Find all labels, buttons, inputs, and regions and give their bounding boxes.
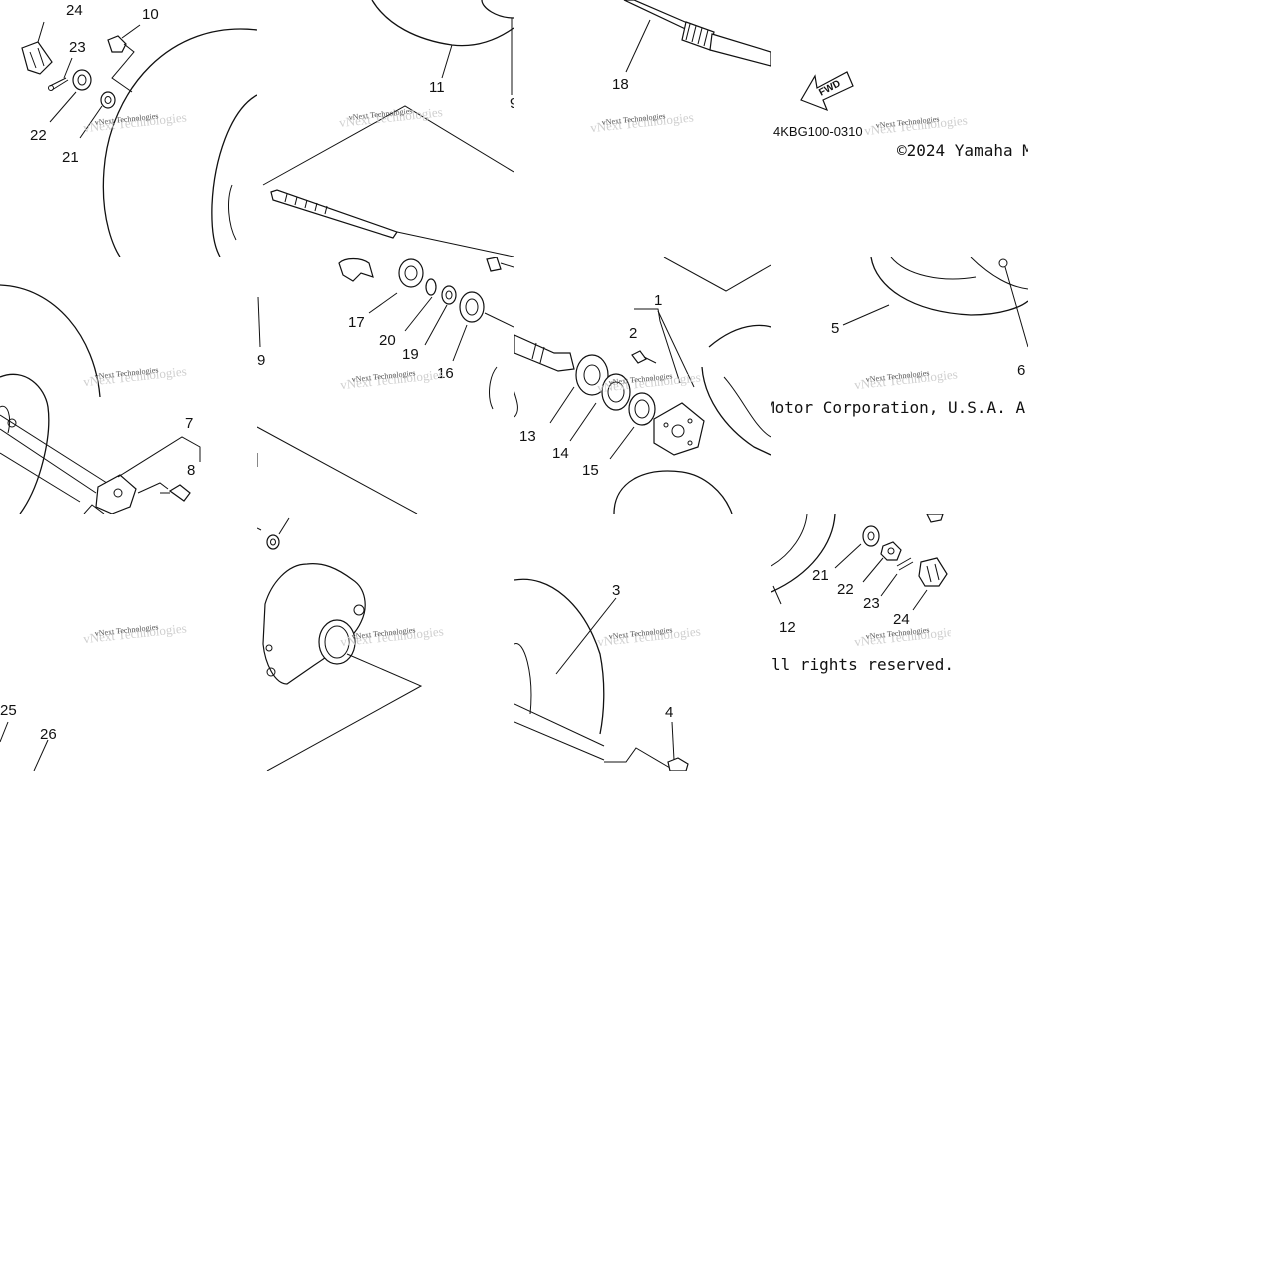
nut-icon [667,757,689,771]
washer-icon [266,534,280,550]
axle-stub-icon [514,334,575,372]
castle-nut-icon [107,35,127,53]
cotter-pin-icon [896,557,914,571]
stud-bolt-icon [631,350,657,364]
copyright-line-2: Motor Corporation, U.S.A. A [771,398,1025,417]
diagram-tile-h: 5 6 Motor Corporation, U.S.A. A vNext Te… [771,257,1028,514]
callout-9b: 9 [257,352,265,369]
callout-3: 3 [612,582,620,599]
diagram-tile-c: 18 vNext Technologies vNext Technologies [514,0,771,257]
diagram-tile-j: vNext Technologies vNext Technologies [257,514,514,771]
watermark: vNext Technologies vNext Technologies [589,109,694,135]
callout-11: 11 [429,79,445,96]
diagram-tile-b: 11 9 vNext Technologies vNext Technologi… [257,0,514,257]
callout-23b: 23 [863,595,880,612]
diagram-tile-l: 21 22 23 24 12 ll rights reserved. vNext… [771,514,951,680]
callout-20: 20 [379,332,396,349]
bolt-icon [486,257,514,272]
callout-12: 12 [779,619,796,636]
copyright-line-1: ©2024 Yamaha M [897,141,1028,160]
callout-7: 7 [185,415,193,432]
callout-19: 19 [402,346,419,363]
hub-plate-icon [83,474,137,514]
callout-24b: 24 [893,611,910,628]
drive-shaft-icon [270,189,514,257]
bearing-icon [575,354,609,396]
callout-14: 14 [552,445,569,462]
callout-8: 8 [187,462,195,479]
callout-23: 23 [69,39,86,56]
callout-1: 1 [654,292,662,309]
nut-icon [880,541,902,561]
axle-shaft-icon [623,0,771,67]
hub-icon [653,402,705,456]
washer-icon [862,525,880,547]
diagram-tile-e: 7 8 vNext Technologies vNext Technologie… [0,257,257,514]
oil-seal-icon [628,392,656,426]
callout-4: 4 [665,704,673,721]
callout-16: 16 [437,365,454,382]
diagram-tile-f: 9 [257,257,514,514]
callout-21: 21 [62,149,79,166]
callout-9: 9 [510,95,514,112]
differential-housing-icon [262,563,366,685]
callout-26: 26 [40,726,57,743]
callout-22: 22 [30,127,47,144]
watermark: vNext Technologies vNext Technologies [596,369,701,395]
watermark: vNext Technologies vNext Technologies [82,620,187,646]
o-ring-icon [425,278,437,296]
rim-nut-icon [21,41,53,75]
callout-17: 17 [348,314,365,331]
castle-nut-icon [926,514,944,523]
callout-13: 13 [519,428,536,445]
diagram-tile-d: FWD 4KBG100-0310 ©2024 Yamaha M vNext Te… [771,0,1028,257]
callout-15: 15 [582,462,599,479]
washer-icon [100,91,116,109]
callout-21b: 21 [812,567,829,584]
callout-25: 25 [0,702,17,719]
fwd-arrow-icon: FWD [800,71,854,112]
callout-24: 24 [66,2,83,19]
hub-bolt-icon [160,484,191,502]
watermark: vNext Technologies vNext Technologies [853,366,958,392]
diagram-code: 4KBG100-0310 [773,124,863,139]
watermark: vNext Technologies vNext Technologies [339,366,444,392]
watermark: vNext Technologies vNext Technologies [338,104,443,130]
copyright-line-3: ll rights reserved. [771,655,951,674]
diagram-tile-g: 1 2 [514,257,771,514]
callout-6: 6 [1017,362,1025,379]
rim-nut-icon [918,557,948,587]
collar-icon [441,285,457,305]
watermark: vNext Technologies vNext Technologies [863,112,968,138]
nut-icon [72,69,92,91]
diagram-tile-k: 3 4 vNext Technologies vNext Technologie… [514,514,771,771]
diagram-tile-i: 25 26 vNext Technologies vNext Technolog… [0,514,257,771]
bracket-icon [338,257,374,282]
callout-2: 2 [629,325,637,342]
callout-10: 10 [142,6,159,23]
watermark: vNext Technologies vNext Technologies [596,623,701,649]
callout-22b: 22 [837,581,854,598]
watermark: vNext Technologies vNext Technologies [82,363,187,389]
callout-18: 18 [612,76,629,93]
bearing-icon [601,373,631,411]
cotter-pin-icon [48,77,69,91]
bearing-icon [459,291,485,323]
bearing-icon [398,258,424,288]
diagram-tile-a: 24 10 23 22 21 vNext Technologies vNext … [0,0,257,257]
callout-5: 5 [831,320,839,337]
